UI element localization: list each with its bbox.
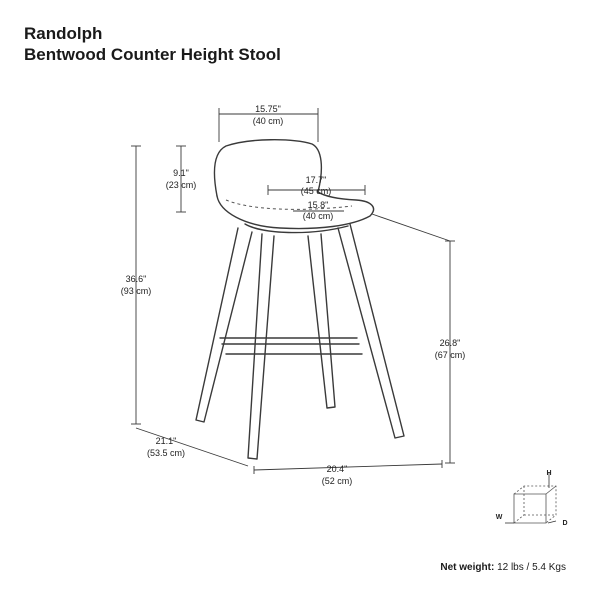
seat-width-in: 15.75" bbox=[255, 104, 281, 114]
overall-height-cm: (93 cm) bbox=[121, 286, 152, 296]
axes-cube-icon bbox=[505, 473, 557, 524]
seat-depth-outer-in: 17.7" bbox=[306, 175, 327, 185]
base-depth-in: 21.1" bbox=[156, 436, 177, 446]
seat-depth-dashed-line bbox=[225, 199, 353, 210]
base-width-in: 20.4" bbox=[327, 464, 348, 474]
seat-width-cm: (40 cm) bbox=[253, 116, 284, 126]
leg-front-left bbox=[195, 227, 253, 423]
stool-seat bbox=[216, 191, 375, 230]
seat-depth-outer-cm: (45 cm) bbox=[301, 186, 332, 196]
seat-depth-inner-cm: (40 cm) bbox=[303, 211, 334, 221]
axis-d-label: D bbox=[562, 520, 567, 527]
dimension-lines bbox=[131, 108, 455, 474]
leg-back-right bbox=[307, 233, 336, 409]
overall-height-in: 36.6" bbox=[126, 274, 147, 284]
net-weight-value: 12 lbs / 5.4 Kgs bbox=[497, 562, 566, 573]
axis-w-label: W bbox=[496, 514, 503, 521]
leg-front-right bbox=[337, 223, 405, 439]
leg-back-left bbox=[247, 233, 275, 460]
product-name: Randolph bbox=[24, 24, 103, 43]
base-width-cm: (52 cm) bbox=[322, 476, 353, 486]
seat-depth-inner-in: 15.8" bbox=[308, 200, 329, 210]
net-weight-label: Net weight: bbox=[440, 562, 495, 573]
stool-outline bbox=[195, 139, 405, 460]
net-weight: Net weight: 12 lbs / 5.4 Kgs bbox=[440, 562, 566, 573]
stool-backrest bbox=[213, 139, 323, 197]
back-height-in: 9.1" bbox=[173, 168, 189, 178]
base-depth-cm: (53.5 cm) bbox=[147, 448, 185, 458]
seat-height-in: 26.8" bbox=[440, 338, 461, 348]
stool-seat-underside bbox=[244, 223, 349, 234]
footrest bbox=[219, 337, 363, 355]
seat-height-cm: (67 cm) bbox=[435, 350, 466, 360]
product-subtitle: Bentwood Counter Height Stool bbox=[24, 45, 281, 64]
axis-h-label: H bbox=[546, 470, 551, 477]
back-height-cm: (23 cm) bbox=[166, 180, 197, 190]
